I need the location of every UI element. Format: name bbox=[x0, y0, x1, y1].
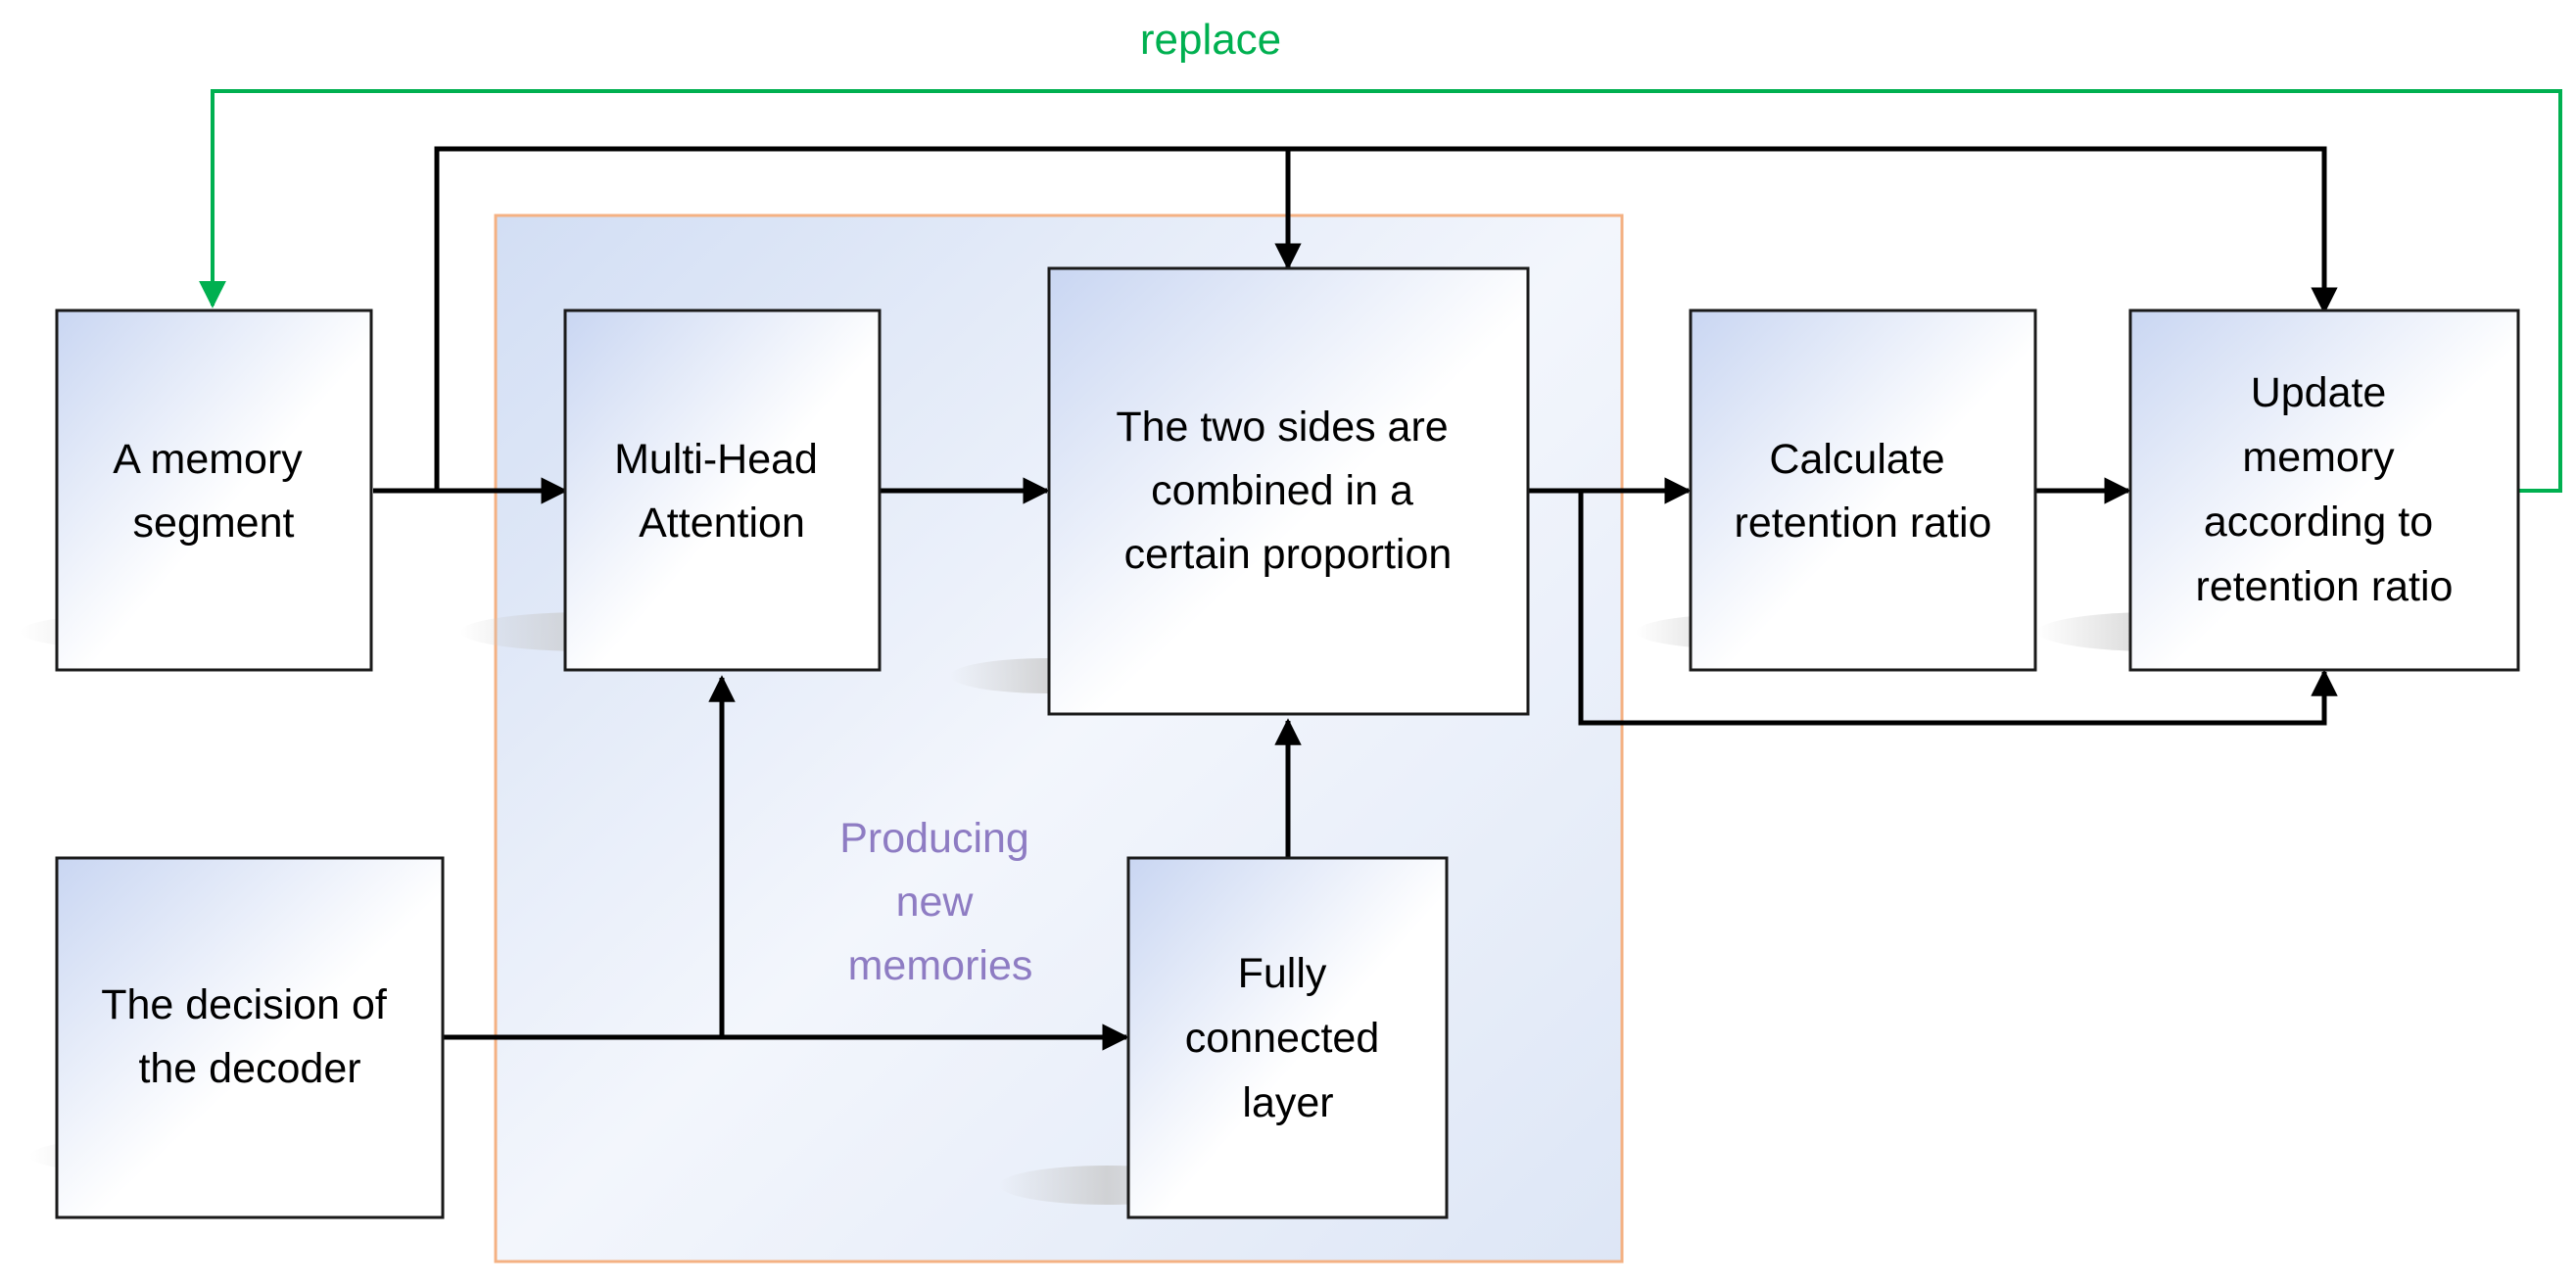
arrow-combine-to-update-bottom bbox=[1578, 491, 2338, 726]
fully-connected-layer-box: Fully connected layer bbox=[1126, 856, 1449, 1219]
arrow-memory-top-bus-to-combine bbox=[434, 146, 1302, 491]
producing-new-memories-label: Producing new memories bbox=[839, 815, 1041, 989]
replace-label: replace bbox=[1140, 16, 1281, 64]
svg-text:Fully connected la: Fully connected layer bbox=[1185, 950, 1391, 1126]
svg-text:Multi-Head Attention: Multi-Head Attention bbox=[614, 436, 830, 547]
retention-ratio-box: Calculate retention ratio bbox=[1689, 309, 2037, 672]
svg-text:The two sides are combin: The two sides are combined in a certain … bbox=[1116, 404, 1459, 578]
update-memory-box: Update memory according to retention rat… bbox=[2128, 309, 2520, 672]
decoder-decision-box: The decision of the decoder bbox=[55, 856, 445, 1219]
svg-text:The decision of the deco: The decision of the decoder bbox=[101, 981, 399, 1092]
arrow-top-bus-to-update bbox=[1288, 146, 2338, 314]
memory-segment-box: A memory segment bbox=[55, 309, 373, 672]
svg-text:Calculate retention rati: Calculate retention ratio bbox=[1735, 436, 1992, 547]
multi-head-attention-box: Multi-Head Attention bbox=[563, 309, 882, 672]
svg-text:Update memory acco: Update memory according to retention rat… bbox=[2196, 369, 2454, 610]
combine-box: The two sides are combined in a certain … bbox=[1047, 266, 1530, 716]
svg-text:A memory segment: A memory segment bbox=[113, 436, 314, 547]
